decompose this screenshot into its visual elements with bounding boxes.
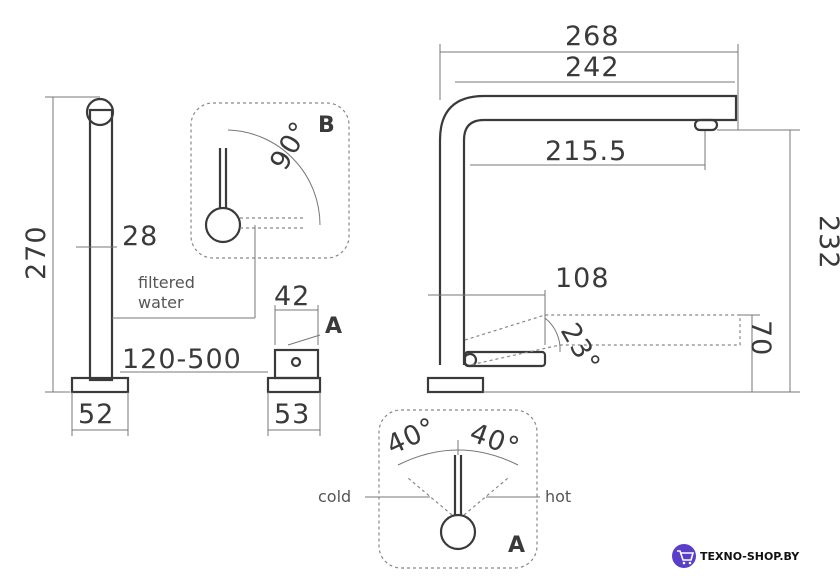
cold-label: cold xyxy=(318,487,351,506)
filtered-label: filtered xyxy=(138,273,195,292)
dim-52: 52 xyxy=(78,399,114,430)
mount-a-label: A xyxy=(325,314,342,339)
mount-detail xyxy=(120,305,322,436)
watermark: TEXNO-SHOP.BY xyxy=(672,544,800,568)
side-view xyxy=(45,96,130,436)
dim-70: 70 xyxy=(745,320,776,356)
angle-40-right: 40° xyxy=(466,417,524,464)
dim-42: 42 xyxy=(274,281,310,312)
dim-53: 53 xyxy=(274,399,310,430)
angle-40-left: 40° xyxy=(382,412,441,462)
front-view xyxy=(426,44,800,394)
watermark-text: TEXNO-SHOP.BY xyxy=(700,550,800,563)
dim-108: 108 xyxy=(555,263,610,294)
dim-270: 270 xyxy=(21,225,52,280)
dim-28: 28 xyxy=(122,221,158,252)
detail-a xyxy=(365,409,540,569)
detail-a-label: A xyxy=(508,533,525,558)
hot-label: hot xyxy=(545,487,571,506)
detail-b-label: B xyxy=(318,113,335,138)
dim-215-5: 215.5 xyxy=(545,136,627,167)
dim-242: 242 xyxy=(565,52,620,83)
detail-b xyxy=(112,102,350,319)
dim-268: 268 xyxy=(565,21,620,52)
angle-23: 23° xyxy=(554,318,606,378)
angle-90: 90° xyxy=(264,116,316,176)
dim-120-500: 120-500 xyxy=(122,344,242,375)
water-label: water xyxy=(138,293,184,312)
dim-232: 232 xyxy=(813,215,840,270)
